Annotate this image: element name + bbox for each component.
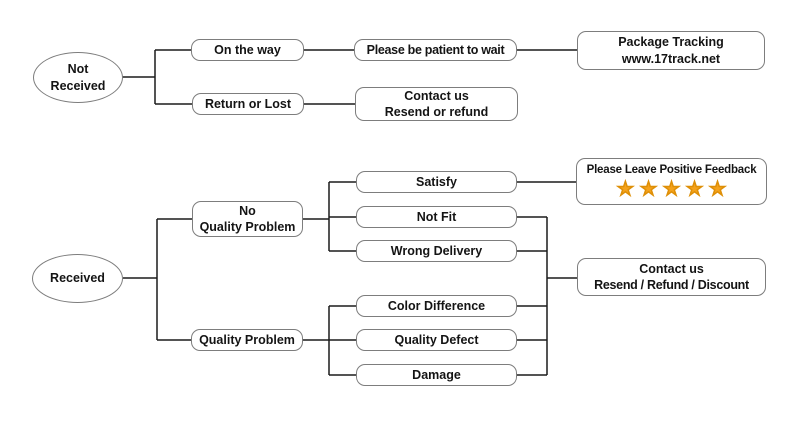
tracking-url: www.17track.net xyxy=(621,51,721,66)
node-on-the-way: On the way xyxy=(191,39,304,61)
node-label: Satisfy xyxy=(416,174,457,189)
node-label: No xyxy=(239,203,256,218)
node-label: Contact us xyxy=(404,88,469,103)
node-return-or-lost: Return or Lost xyxy=(192,93,304,115)
node-label: Resend / Refund / Discount xyxy=(594,278,749,292)
node-not-fit: Not Fit xyxy=(356,206,517,228)
node-quality-defect: Quality Defect xyxy=(356,329,517,351)
node-label: Quality Defect xyxy=(394,332,479,347)
node-label: Damage xyxy=(412,367,461,382)
node-contact-resend-refund-discount: Contact us Resend / Refund / Discount xyxy=(577,258,766,296)
node-damage: Damage xyxy=(356,364,517,386)
node-be-patient: Please be patient to wait xyxy=(354,39,517,61)
node-no-quality-problem: No Quality Problem xyxy=(192,201,303,237)
node-label: Package Tracking xyxy=(618,35,724,50)
node-label: Not xyxy=(67,62,89,77)
node-color-difference: Color Difference xyxy=(356,295,517,317)
node-received: Received xyxy=(32,254,123,303)
node-contact-resend-or-refund: Contact us Resend or refund xyxy=(355,87,518,121)
node-label: Received xyxy=(50,271,105,286)
node-wrong-delivery: Wrong Delivery xyxy=(356,240,517,262)
node-label: Received xyxy=(50,78,106,93)
node-label: Color Difference xyxy=(387,298,486,313)
node-label: Please Leave Positive Feedback xyxy=(586,163,757,176)
node-label: Resend or refund xyxy=(384,105,489,119)
node-quality-problem: Quality Problem xyxy=(191,329,303,351)
node-label: Quality Problem xyxy=(199,220,296,234)
node-label: Quality Problem xyxy=(199,332,295,347)
node-label: Please be patient to wait xyxy=(366,42,505,57)
node-label: Return or Lost xyxy=(204,96,292,111)
node-label: On the way xyxy=(214,42,281,57)
five-star-rating-icon: ★★★★★ xyxy=(616,179,733,201)
node-not-received: Not Received xyxy=(33,52,123,103)
node-positive-feedback: Please Leave Positive Feedback ★★★★★ xyxy=(576,158,767,205)
node-satisfy: Satisfy xyxy=(356,171,517,193)
node-package-tracking: Package Tracking www.17track.net xyxy=(577,31,765,70)
node-label: Contact us xyxy=(639,261,704,276)
node-label: Wrong Delivery xyxy=(390,243,483,258)
node-label: Not Fit xyxy=(416,209,457,224)
